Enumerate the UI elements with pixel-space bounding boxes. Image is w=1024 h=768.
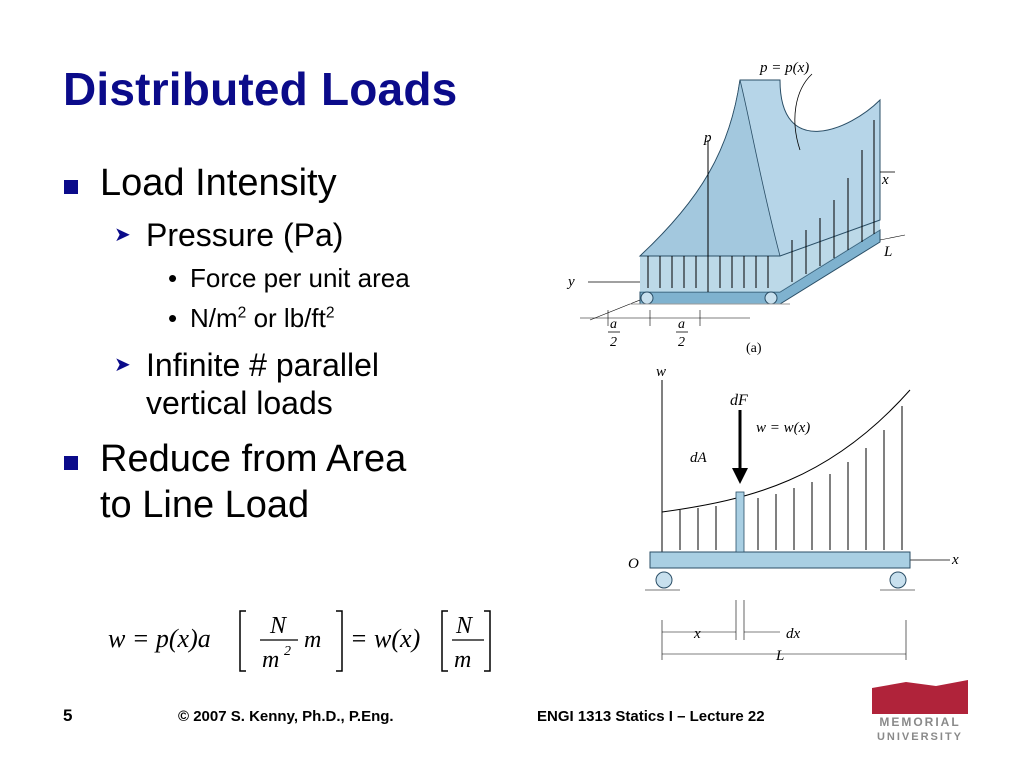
label-L: L xyxy=(883,244,892,260)
dot-bullet-icon: • xyxy=(168,303,178,333)
sub-sub-bullet-units: • N/m2 or lb/ft2 xyxy=(62,300,542,336)
line-load-equation: w = p(x)a N m 2 m = w(x) N m xyxy=(108,610,491,673)
label-dF: dF xyxy=(730,392,748,409)
sub-bullet-text: Infinite # parallel xyxy=(146,347,380,383)
bullet-reduce: Reduce from Area to Line Load xyxy=(62,436,542,528)
arrow-bullet-icon: ➤ xyxy=(114,354,131,376)
sub-bullet-text: Pressure (Pa) xyxy=(146,217,344,253)
label-dx: dx xyxy=(786,626,801,642)
sub-bullet-pressure: ➤ Pressure (Pa) xyxy=(62,216,542,254)
units-sup-2: 2 xyxy=(325,304,335,322)
units-sup-1: 2 xyxy=(237,304,247,322)
units-text-1: N/m xyxy=(190,303,238,333)
eq-mid: = w(x) xyxy=(350,624,420,653)
figure-a-pressure-surface: p = p(x) p x y L a 2 a 2 (a) xyxy=(566,60,906,356)
eq-lhs: w = p(x)a xyxy=(108,624,211,653)
square-bullet-icon xyxy=(64,180,78,194)
slide-title: Distributed Loads xyxy=(63,63,458,115)
bullet-text: Load Intensity xyxy=(100,162,337,204)
label-dA: dA xyxy=(690,450,708,466)
sub-bullet-infinite: ➤ Infinite # parallel vertical loads xyxy=(62,346,542,422)
label-p-equals-px: p = p(x) xyxy=(759,60,809,76)
bullet-text: Reduce from Area xyxy=(100,438,407,480)
eq-unit1-num: N xyxy=(269,613,288,639)
label-w: w xyxy=(656,364,666,380)
distributed-load-figures: p = p(x) p x y L a 2 a 2 (a) w xyxy=(566,60,959,664)
label-p: p xyxy=(703,130,712,146)
sub-sub-bullet-text: Force per unit area xyxy=(190,263,410,293)
logo-text-university: UNIVERSITY xyxy=(877,731,963,743)
label-O: O xyxy=(628,556,639,572)
label-y: y xyxy=(566,274,575,290)
bullet-text: to Line Load xyxy=(100,484,310,526)
bullet-list: Load Intensity ➤ Pressure (Pa) • Force p… xyxy=(62,160,542,528)
bullet-load-intensity: Load Intensity xyxy=(62,160,542,206)
page-number: 5 xyxy=(63,706,73,725)
footer-copyright: © 2007 S. Kenny, Ph.D., P.Eng. xyxy=(178,708,394,725)
label-a1-num: a xyxy=(610,317,617,332)
square-bullet-icon xyxy=(64,456,78,470)
label-a2-den: 2 xyxy=(678,335,685,350)
dot-bullet-icon: • xyxy=(168,263,178,293)
eq-unit1-den-sup: 2 xyxy=(284,644,291,659)
label-a2-num: a xyxy=(678,317,685,332)
label-x-dim: x xyxy=(693,626,701,642)
figure-b-line-load: w dF w = w(x) dA O x x dx L xyxy=(628,364,959,664)
label-w-equals-wx: w = w(x) xyxy=(756,420,810,436)
memorial-university-logo: MEMORIAL UNIVERSITY xyxy=(872,680,968,743)
eq-unit1-tail: m xyxy=(304,627,321,653)
label-x: x xyxy=(881,172,889,188)
eq-unit1-den: m xyxy=(262,647,279,673)
eq-unit2-num: N xyxy=(455,613,474,639)
logo-text-memorial: MEMORIAL xyxy=(879,715,960,729)
footer-course: ENGI 1313 Statics I – Lecture 22 xyxy=(537,708,765,725)
sub-sub-bullet-force: • Force per unit area xyxy=(62,260,542,296)
eq-unit2-den: m xyxy=(454,647,471,673)
arrow-bullet-icon: ➤ xyxy=(114,224,131,246)
figure-a-caption: (a) xyxy=(746,341,762,356)
label-L-dim: L xyxy=(775,648,784,664)
sub-bullet-text: vertical loads xyxy=(146,385,333,421)
label-a1-den: 2 xyxy=(610,335,617,350)
units-text-2: or lb/ft xyxy=(246,303,326,333)
label-x-axis: x xyxy=(951,552,959,568)
